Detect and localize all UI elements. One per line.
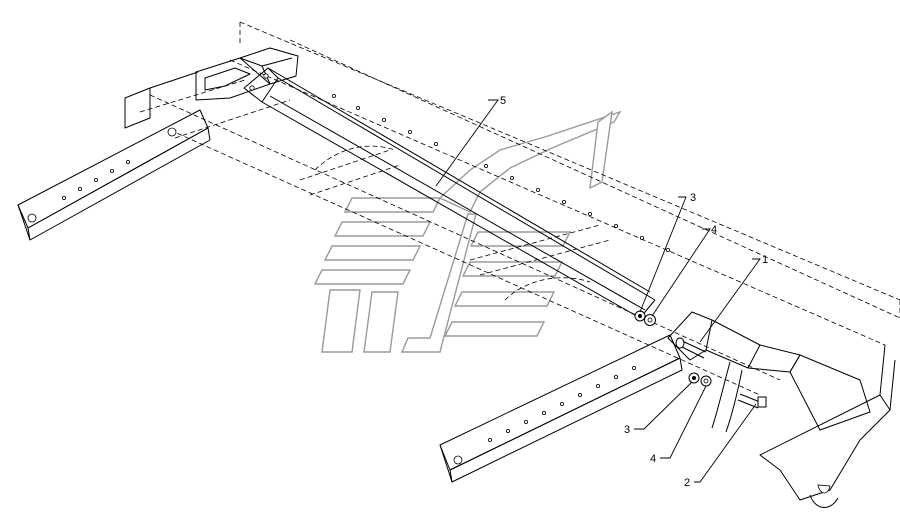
lower-nut-washer xyxy=(688,372,712,387)
bolt-item-1 xyxy=(675,337,707,359)
brand-logo-watermark xyxy=(313,110,622,353)
callout-5: 5 xyxy=(500,95,506,107)
left-mount-bracket xyxy=(195,47,299,101)
callout-3-lower: 3 xyxy=(624,424,630,436)
callout-4-lower: 4 xyxy=(650,453,656,465)
callout-4-upper: 4 xyxy=(711,224,717,236)
left-side-rail xyxy=(17,71,211,241)
callout-2: 2 xyxy=(684,477,690,489)
callout-3-upper: 3 xyxy=(690,192,696,204)
cross-member-bar xyxy=(243,67,671,319)
right-mount-bracket xyxy=(667,311,896,508)
bolt-item-2 xyxy=(737,393,767,409)
leader-lines xyxy=(435,99,761,483)
callout-1: 1 xyxy=(762,254,768,266)
frame-hidden-lines xyxy=(139,21,900,396)
right-side-rail xyxy=(439,334,683,483)
callout-labels: 5 3 4 1 3 4 2 xyxy=(500,95,768,489)
upper-nut-washer xyxy=(634,310,656,326)
